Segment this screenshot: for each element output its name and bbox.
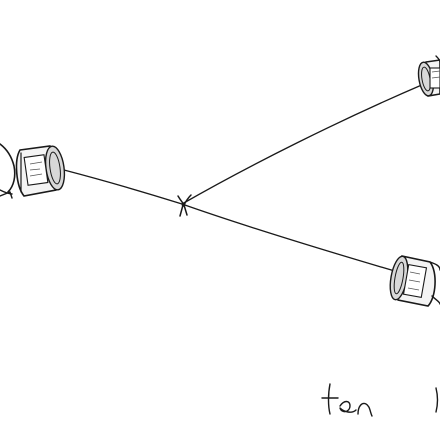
- tin-can-bottom-right: [389, 255, 440, 307]
- tin-can-top-right: [417, 55, 440, 97]
- string: [63, 83, 425, 273]
- tin-can-left: [0, 143, 66, 199]
- knot: [177, 194, 192, 217]
- signature: [321, 383, 439, 417]
